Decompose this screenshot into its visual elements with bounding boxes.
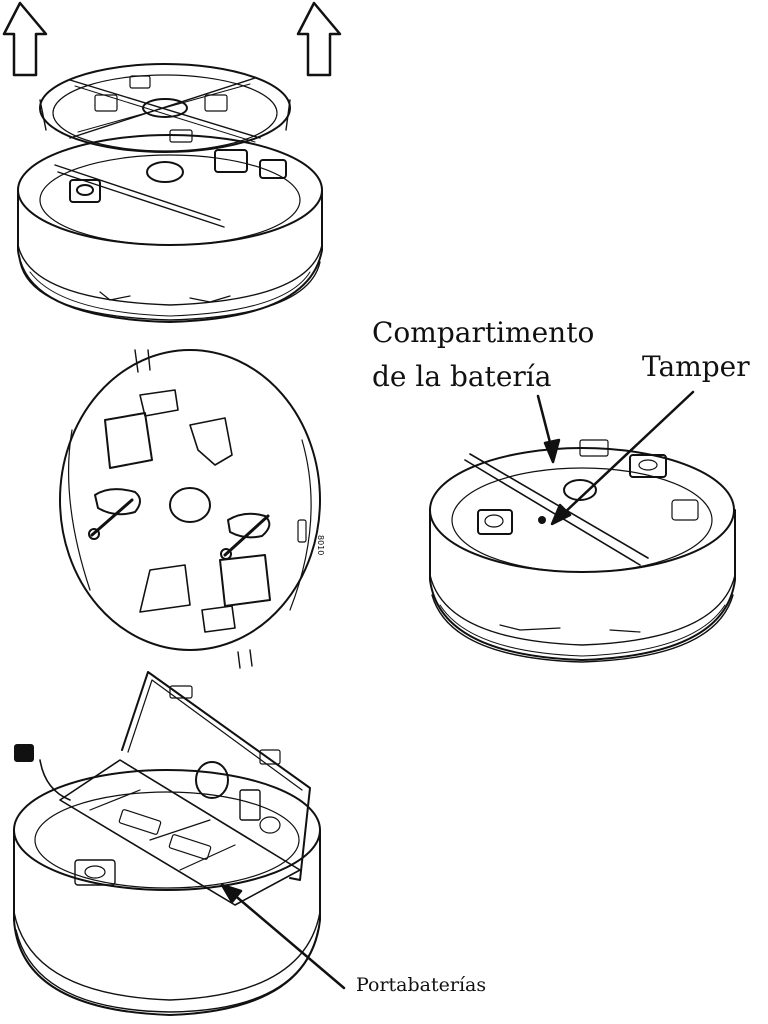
battery-holder-label: Portabaterías <box>356 974 487 996</box>
label-pointers <box>220 390 695 990</box>
arrowhead-icon <box>220 883 243 904</box>
tamper-label: Tamper <box>642 350 750 383</box>
battery-compartment-label-line2: de la batería <box>372 360 552 393</box>
detector-open-battery-holder <box>13 671 321 1016</box>
detector-top-assembly <box>17 63 323 323</box>
tamper-pointer <box>560 390 695 517</box>
arrowhead-icon <box>543 438 561 464</box>
battery-compartment-label-line1: Compartimento <box>372 316 595 349</box>
plate-print-text: 8010 <box>316 535 325 555</box>
detector-right <box>429 439 736 663</box>
up-arrow-icon <box>2 1 48 77</box>
up-arrow-icon <box>296 1 342 77</box>
battery-holder-pointer <box>230 891 346 990</box>
mounting-plate: 8010 <box>59 349 325 669</box>
arrowhead-icon <box>550 503 572 526</box>
